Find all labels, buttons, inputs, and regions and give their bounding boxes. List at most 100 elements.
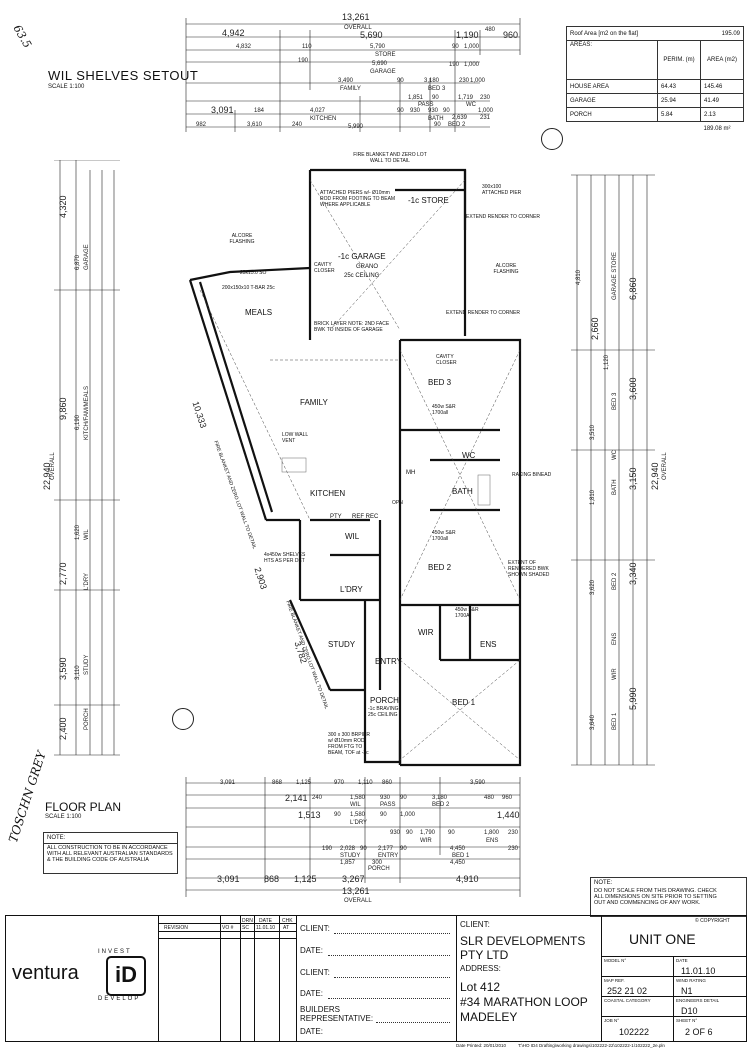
dim-bottom-study: STUDY bbox=[340, 853, 361, 859]
dim-bottom-r7: 3,091 bbox=[217, 874, 240, 884]
map-label: MAP REF. bbox=[604, 978, 625, 983]
dim-bottom-wir: WIR bbox=[420, 838, 432, 844]
floor-plan-title: FLOOR PLAN bbox=[45, 800, 122, 814]
room-porch: PORCH bbox=[370, 696, 399, 705]
at-value: AT bbox=[283, 925, 290, 931]
revision-header: REVISION bbox=[164, 925, 188, 931]
copyright: © COPYRIGHT bbox=[695, 918, 730, 924]
dim-top-r7: 3,610 bbox=[247, 122, 263, 128]
vo-header: VO # bbox=[222, 925, 234, 931]
dim-bottom-r2: 2,141 bbox=[285, 793, 308, 803]
dim-bottom-r2: 480 bbox=[484, 795, 495, 801]
date-header: DATE bbox=[259, 918, 272, 924]
note-pier-rod: 300 x 300 BRPIER w/ Ø10mm ROD FROM FTG T… bbox=[328, 732, 370, 756]
note-raking: RAKING BINEAD bbox=[512, 472, 552, 478]
chk-header: CHK bbox=[282, 918, 293, 924]
dim-top-r2: 4,832 bbox=[236, 44, 252, 50]
room-kitchen: KITCHEN bbox=[310, 489, 346, 498]
dim-top-r7: 90 bbox=[434, 122, 441, 128]
dim-top-r2: 110 bbox=[302, 44, 312, 50]
room-bed2: BED 2 bbox=[428, 563, 452, 572]
sc-value: SC bbox=[242, 925, 249, 931]
note-extend-render: EXTEND RENDER TO CORNER bbox=[466, 214, 540, 220]
date-value: 11.01.10 bbox=[681, 966, 716, 976]
dim-top-r3: 190 bbox=[449, 62, 460, 68]
note-sr-1700: 450w S&R 1700all bbox=[432, 404, 456, 416]
plan-note-line: & THE BUILDING CODE OF AUSTRALIA bbox=[47, 857, 149, 863]
dim-bottom-r7: 868 bbox=[264, 874, 280, 884]
dim-bottom-r4: 230 bbox=[508, 830, 519, 836]
section-marker-bottom bbox=[172, 708, 194, 730]
note-extend-render2: EXTEND RENDER TO CORNER bbox=[446, 310, 520, 316]
title-block: INVEST ventura iD DEVELOP REVISION VO # … bbox=[5, 915, 747, 1042]
dim-bottom-overall-label: OVERALL bbox=[344, 898, 372, 904]
brand-bottom: DEVELOP bbox=[98, 996, 141, 1002]
floor-plan-drawing bbox=[188, 168, 522, 767]
room-wil: WIL bbox=[345, 532, 360, 541]
dim-bottom-r4: 930 bbox=[390, 830, 401, 836]
room-garage-sub2: 25c CEILING bbox=[344, 273, 380, 279]
file-path: T:\HO ID4 Drafting\working drawings\1022… bbox=[518, 1043, 665, 1048]
dim-top-bath: BATH bbox=[428, 116, 444, 122]
dim-bottom-r5: 90 bbox=[360, 846, 367, 852]
note-low-wall: LOW WALL VENT bbox=[282, 432, 309, 444]
dim-bottom-r7: 1,125 bbox=[294, 874, 317, 884]
dim-top-r1: 5,690 bbox=[360, 30, 383, 40]
note-fire-blanket-top: FIRE BLANKET AND ZERO LOT WALL TO DETAIL bbox=[353, 152, 427, 164]
dim-bottom-r1: 868 bbox=[272, 780, 283, 786]
sheet-value: 2 OF 6 bbox=[685, 1027, 713, 1037]
dim-bottom-r1: 860 bbox=[382, 780, 393, 786]
sign-client-2: CLIENT: bbox=[300, 968, 330, 977]
room-mh: MH bbox=[406, 470, 416, 476]
dim-bottom-r5: 4,450 bbox=[450, 846, 466, 852]
unit-title: UNIT ONE bbox=[629, 931, 696, 947]
room-wc: WC bbox=[462, 451, 476, 460]
dim-bottom-r1: 970 bbox=[334, 780, 345, 786]
room-study: STUDY bbox=[328, 640, 356, 649]
note-shelves: 4x450w SHELVES HTS AS PER DET bbox=[264, 552, 306, 564]
dim-bottom-entry: ENTRY bbox=[378, 853, 399, 859]
table-row: PORCH 5.84 2.13 bbox=[566, 107, 744, 122]
room-bed3: BED 3 bbox=[428, 378, 452, 387]
dim-top-r4: 1,000 bbox=[470, 78, 486, 84]
dim-top-bed3: BED 3 bbox=[428, 86, 446, 92]
dim-bottom-r5: 2,177 bbox=[378, 846, 394, 852]
dim-top-r3: 5,690 bbox=[372, 61, 388, 67]
room-bath: BATH bbox=[452, 487, 473, 496]
dim-top-r3: 190 bbox=[298, 58, 309, 64]
sign-date-1: DATE: bbox=[300, 946, 323, 955]
note-porch: -1c BRAVING 25c CEILING bbox=[368, 706, 399, 718]
dim-bottom-r3: 1,513 bbox=[298, 810, 321, 820]
dim-bottom-pass: PASS bbox=[380, 802, 396, 808]
dim-top-r7: 982 bbox=[196, 122, 207, 128]
dim-top-wc: WC bbox=[466, 102, 476, 108]
note-beam-200: 200x150x10 T-BAR 25c bbox=[222, 285, 275, 291]
dim-top-overall: 13,261 bbox=[342, 12, 370, 22]
dim-bottom-r7: 4,910 bbox=[456, 874, 479, 884]
dim-bottom-r2: 930 bbox=[380, 795, 391, 801]
dim-top-overall-label: OVERALL bbox=[344, 25, 372, 31]
client-name-1: SLR DEVELOPMENTS bbox=[460, 934, 586, 948]
brand-top: INVEST bbox=[98, 949, 132, 955]
dim-top-r1: 1,190 bbox=[456, 30, 479, 40]
scale-note-box: NOTE: DO NOT SCALE FROM THIS DRAWING. CH… bbox=[590, 877, 747, 917]
dim-bottom-r5: 90 bbox=[400, 846, 407, 852]
dim-top-r5: 1,719 bbox=[458, 95, 474, 101]
dim-bottom-r2: 1,580 bbox=[350, 795, 366, 801]
right-dimension-lines bbox=[571, 174, 655, 766]
room-ens: ENS bbox=[480, 640, 497, 649]
note-sr-1700c: 450w S&R 1700A bbox=[455, 607, 479, 619]
dim-bottom-porch: PORCH bbox=[368, 866, 390, 872]
address-label: ADDRESS: bbox=[460, 964, 501, 973]
dim-bottom-r3: 1,580 bbox=[350, 812, 366, 818]
dim-top-pass: PASS bbox=[418, 102, 434, 108]
dim-bottom-r2: 90 bbox=[400, 795, 407, 801]
note-pier-300: 300x100 ATTACHED PIER bbox=[482, 184, 522, 196]
dim-bottom-bed2: BED 2 bbox=[432, 802, 450, 808]
dim-top-r6: 90 bbox=[397, 108, 404, 114]
area-table: Roof Area [m2 on the flat] 195.09 AREAS:… bbox=[566, 26, 744, 135]
dim-bottom-r2: 3,180 bbox=[432, 795, 448, 801]
note-sr-1700b: 450w S&R 1700all bbox=[432, 530, 456, 542]
dim-top-r4: 90 bbox=[397, 78, 404, 84]
dim-top-r6: 930 bbox=[410, 108, 421, 114]
